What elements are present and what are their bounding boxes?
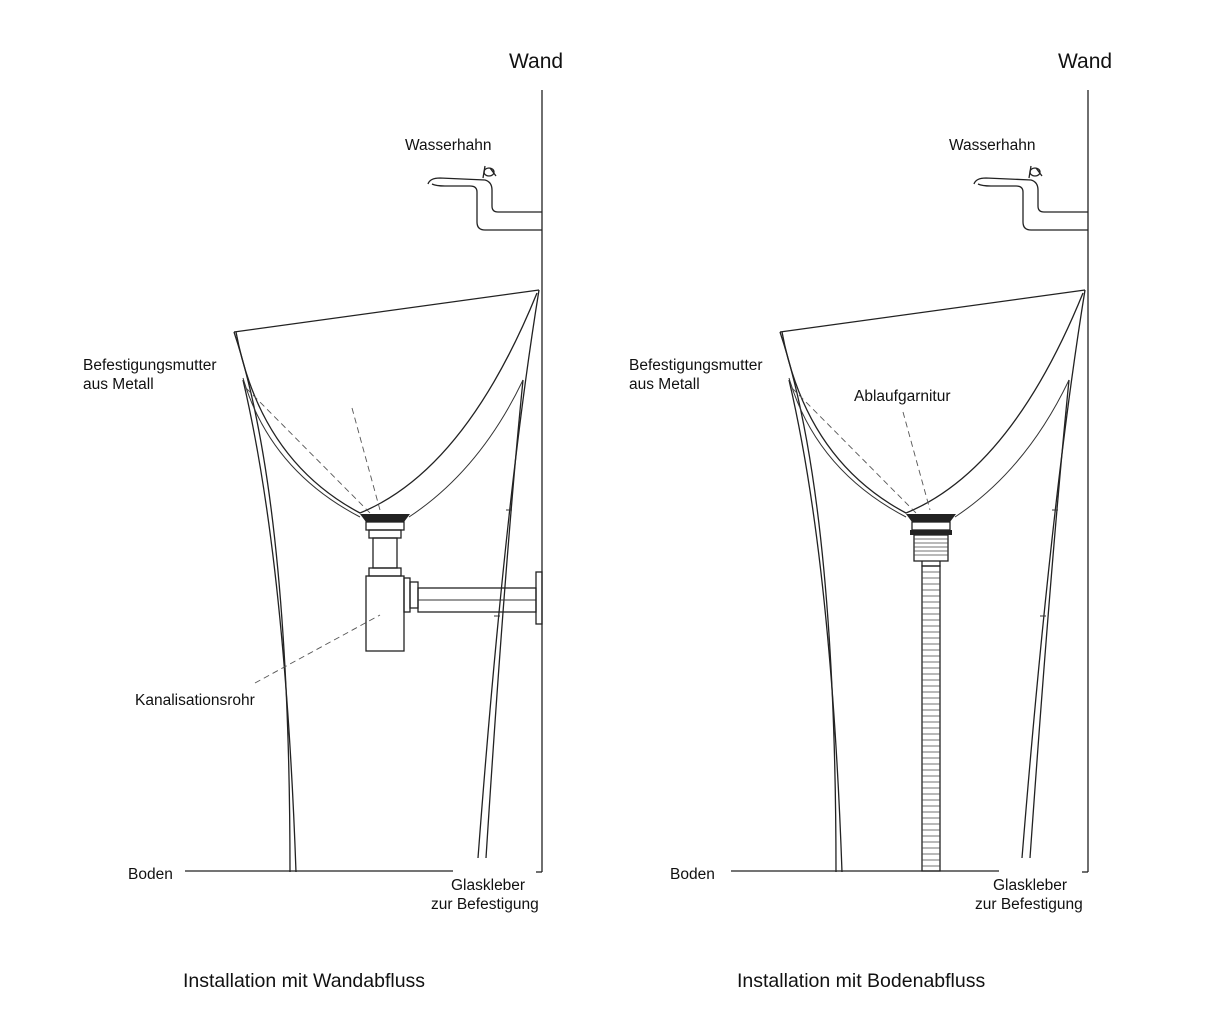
basin: [233, 289, 540, 873]
glue-label-line1: Glaskleber: [451, 877, 525, 894]
wall-label: Wand: [509, 50, 563, 73]
basin: [779, 289, 1086, 873]
pipe-label: Kanalisationsrohr: [135, 692, 255, 709]
nut-label-line2: aus Metall: [629, 376, 700, 393]
caption-wall-drain: Installation mit Wandabfluss: [183, 970, 425, 992]
glue-label-line1: Glaskleber: [993, 877, 1067, 894]
floor-drain-diagram: Wand Wasserhahn Befestigungsmutter aus M…: [629, 50, 1112, 992]
nut-label-line2: aus Metall: [83, 376, 154, 393]
glue-label-line2: zur Befestigung: [431, 896, 539, 913]
floor-label: Boden: [128, 866, 173, 883]
glue-label-line2: zur Befestigung: [975, 896, 1083, 913]
leader-lines: [245, 387, 381, 684]
wall: [1082, 90, 1089, 873]
siphon: [360, 514, 543, 652]
caption-floor-drain: Installation mit Bodenabfluss: [737, 970, 985, 992]
faucet-label: Wasserhahn: [405, 137, 491, 154]
nut-label-line1: Befestigungsmutter: [83, 357, 217, 374]
drain-label: Ablaufgarnitur: [854, 388, 951, 405]
faucet: [973, 165, 1088, 231]
wall-drain-diagram: Wand Wasserhahn Befestigungsmutter aus M…: [83, 50, 563, 992]
floor-label: Boden: [670, 866, 715, 883]
leader-lines: [791, 387, 931, 516]
wall-label: Wand: [1058, 50, 1112, 73]
nut-label-line1: Befestigungsmutter: [629, 357, 763, 374]
wall: [536, 90, 543, 873]
drain-set: [906, 514, 956, 872]
faucet-label: Wasserhahn: [949, 137, 1035, 154]
faucet: [427, 165, 542, 231]
